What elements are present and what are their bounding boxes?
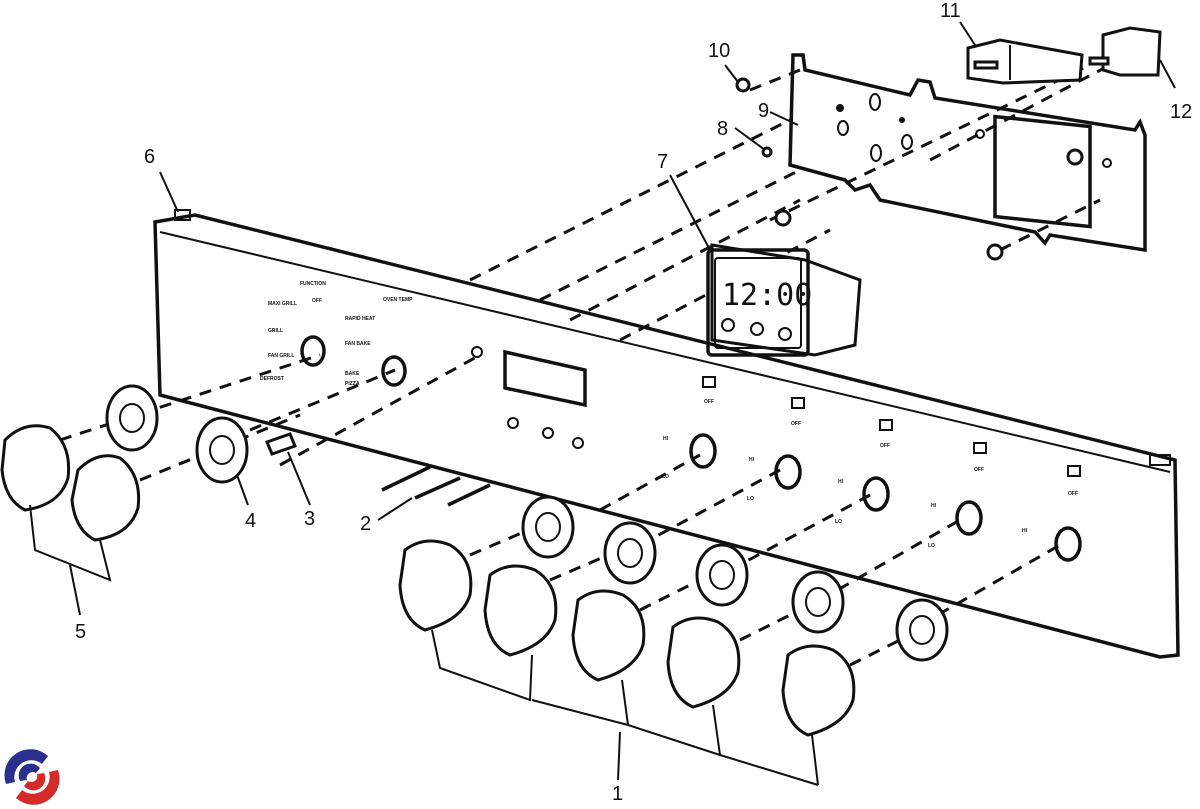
callout-7: 7 bbox=[657, 151, 668, 173]
screw-lower-left bbox=[774, 209, 792, 227]
callouts: 1 2 3 4 5 6 7 8 9 10 11 12 bbox=[75, 0, 1192, 805]
label-fan-bake: FAN BAKE bbox=[345, 341, 371, 347]
label-function: FUNCTION bbox=[300, 281, 326, 287]
label-rapid-heat: RAPID HEAT bbox=[345, 316, 375, 322]
callout-8: 8 bbox=[717, 118, 728, 140]
spindle-3 bbox=[265, 432, 297, 456]
label-fan-grill: FAN GRILL bbox=[268, 353, 294, 359]
label-maxi-grill: MAXI GRILL bbox=[268, 301, 297, 307]
callout-12: 12 bbox=[1170, 101, 1192, 123]
callout-6: 6 bbox=[144, 146, 155, 168]
burner-knob-openings bbox=[689, 433, 1082, 562]
screw-lower-right bbox=[986, 243, 1004, 261]
label-burner-off-2: OFF bbox=[791, 421, 801, 427]
label-oven-temp: OVEN TEMP bbox=[383, 297, 413, 303]
label-hi-4: HI bbox=[931, 503, 937, 509]
callout-11: 11 bbox=[940, 0, 961, 22]
label-hi-5: HI bbox=[1022, 528, 1028, 534]
label-lo-2: LO bbox=[747, 496, 754, 502]
label-hi-3: HI bbox=[838, 479, 844, 485]
label-grill: GRILL bbox=[268, 328, 283, 334]
mounting-bracket bbox=[788, 53, 1147, 253]
callout-4: 4 bbox=[245, 510, 256, 532]
label-bake: BAKE bbox=[345, 371, 360, 377]
screw-10 bbox=[735, 77, 751, 93]
callout-2: 2 bbox=[360, 513, 371, 535]
assembly-guide-lines bbox=[59, 63, 1111, 667]
selector-switch bbox=[966, 38, 1084, 85]
display-window bbox=[503, 349, 587, 408]
label-lo-1: LO bbox=[662, 474, 669, 480]
callout-1: 1 bbox=[612, 783, 623, 805]
brand-logo bbox=[4, 749, 60, 805]
screws bbox=[735, 77, 1084, 261]
knob-bezels bbox=[105, 384, 949, 662]
label-hi-2: HI bbox=[749, 457, 755, 463]
control-panel-fascia: FUNCTION OFF OVEN TEMP MAXI GRILL GRILL … bbox=[153, 209, 1180, 659]
callout-5: 5 bbox=[75, 621, 86, 643]
programmer-clock: 12:00 bbox=[706, 243, 862, 357]
label-burner-off-1: OFF bbox=[704, 399, 714, 405]
oven-temp-knob-opening bbox=[381, 355, 407, 387]
screw-right bbox=[1066, 148, 1084, 166]
pins bbox=[265, 432, 491, 507]
label-pizza: PIZZA bbox=[345, 381, 360, 387]
function-knob-opening bbox=[300, 335, 326, 367]
label-off: OFF bbox=[312, 298, 322, 304]
callout-3: 3 bbox=[304, 508, 315, 530]
label-burner-off-5: OFF bbox=[1068, 491, 1078, 497]
thermostat bbox=[1088, 26, 1162, 77]
label-hi-1: HI bbox=[663, 436, 669, 442]
callout-10: 10 bbox=[708, 40, 730, 62]
knobs bbox=[0, 424, 856, 737]
clock-display: 12:00 bbox=[722, 278, 812, 313]
label-lo-4: LO bbox=[928, 543, 935, 549]
leader-lines bbox=[29, 21, 1176, 786]
label-burner-off-4: OFF bbox=[974, 467, 984, 473]
label-lo-3: LO bbox=[835, 519, 842, 525]
label-defrost: DEFROST bbox=[260, 376, 284, 382]
label-burner-off-3: OFF bbox=[880, 443, 890, 449]
callout-9: 9 bbox=[758, 100, 769, 122]
